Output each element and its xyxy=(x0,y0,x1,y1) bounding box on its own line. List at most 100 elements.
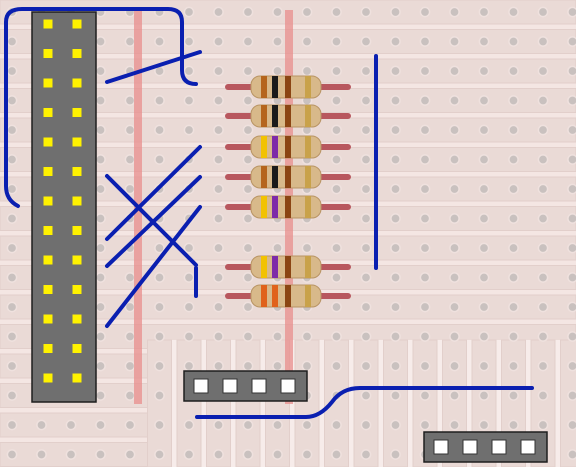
board-hole xyxy=(508,272,519,283)
jumper-wire-icon xyxy=(4,7,198,208)
board-hole xyxy=(213,301,224,313)
board-hole xyxy=(183,301,195,313)
board-hole xyxy=(508,95,519,106)
vertical-strip xyxy=(235,339,261,467)
board-hole xyxy=(183,65,195,77)
board-hole xyxy=(449,36,460,47)
board-hole xyxy=(449,301,460,313)
board-hole xyxy=(449,272,460,283)
resistor xyxy=(225,104,351,128)
board-hole xyxy=(95,242,106,254)
header-pin xyxy=(43,285,53,294)
board-hole xyxy=(449,390,460,401)
header-pin xyxy=(72,49,82,58)
board-hole xyxy=(95,331,106,342)
board-hole xyxy=(95,449,106,460)
board-hole xyxy=(154,449,165,460)
header-pin xyxy=(462,439,478,455)
board-hole xyxy=(449,154,460,165)
resistor-band xyxy=(261,166,267,188)
board-hole xyxy=(242,183,254,195)
board-hole xyxy=(154,331,165,342)
pin-header-icon xyxy=(31,11,97,403)
header-pin xyxy=(222,378,238,394)
board-hole xyxy=(301,419,313,431)
board-hole xyxy=(242,36,254,47)
board-hole xyxy=(6,95,18,106)
board-hole xyxy=(449,65,460,77)
board-hole xyxy=(360,272,372,283)
board-hole xyxy=(6,183,18,195)
header-pin xyxy=(72,285,82,294)
board-hole xyxy=(301,6,313,18)
header-pin xyxy=(43,373,53,383)
board-hole xyxy=(419,390,431,401)
board-hole xyxy=(478,65,490,77)
board-hole xyxy=(360,124,372,136)
board-hole xyxy=(360,183,372,195)
resistor-band xyxy=(272,285,278,307)
resistor-band xyxy=(285,285,291,307)
board-hole xyxy=(390,154,401,165)
board-hole xyxy=(95,183,106,195)
board-hole xyxy=(419,331,431,342)
resistor-band xyxy=(305,76,311,98)
board-hole xyxy=(331,449,342,460)
board-hole xyxy=(508,419,519,431)
vertical-strip xyxy=(353,339,379,467)
board-hole xyxy=(508,65,519,77)
board-hole xyxy=(390,390,401,401)
board-hole xyxy=(567,331,576,342)
board-hole xyxy=(183,272,195,283)
board-hole xyxy=(508,331,519,342)
resistor-band xyxy=(261,196,267,218)
resistor-band xyxy=(272,196,278,218)
board-hole xyxy=(360,154,372,165)
board-hole xyxy=(213,449,224,460)
board-hole xyxy=(124,390,136,401)
board-hole xyxy=(360,390,372,401)
board-hole xyxy=(301,242,313,254)
header-group xyxy=(31,11,548,463)
resistor-band xyxy=(305,285,311,307)
board-hole xyxy=(567,183,576,195)
board-hole xyxy=(508,124,519,136)
board-hole xyxy=(6,419,18,431)
resistor-band xyxy=(261,136,267,158)
board-hole xyxy=(478,272,490,283)
board-hole xyxy=(213,213,224,224)
board-hole xyxy=(449,124,460,136)
board-hole xyxy=(360,242,372,254)
board-hole xyxy=(183,331,195,342)
board-hole xyxy=(449,419,460,431)
board-hole xyxy=(124,331,136,342)
board-hole xyxy=(36,419,47,431)
board-hole xyxy=(390,124,401,136)
board-hole xyxy=(537,213,549,224)
board-hole xyxy=(213,124,224,136)
board-hole xyxy=(478,124,490,136)
board-hole xyxy=(242,242,254,254)
vertical-strip xyxy=(560,339,576,467)
board-hole xyxy=(478,213,490,224)
resistor-band xyxy=(261,285,267,307)
board-hole xyxy=(124,449,136,460)
board-hole xyxy=(449,6,460,18)
board-hole xyxy=(537,331,549,342)
board-hole xyxy=(419,65,431,77)
header-pin xyxy=(72,314,82,324)
resistor xyxy=(225,165,351,189)
board-hole xyxy=(360,301,372,313)
board-hole xyxy=(508,183,519,195)
header-pin xyxy=(72,255,82,265)
board-hole xyxy=(301,449,313,460)
board-hole xyxy=(242,124,254,136)
board-hole xyxy=(95,419,106,431)
board-hole xyxy=(301,65,313,77)
board-hole xyxy=(537,95,549,106)
board-hole xyxy=(567,360,576,372)
board-hole xyxy=(537,390,549,401)
board-hole xyxy=(124,154,136,165)
board-hole xyxy=(537,154,549,165)
resistor-band xyxy=(285,256,291,278)
